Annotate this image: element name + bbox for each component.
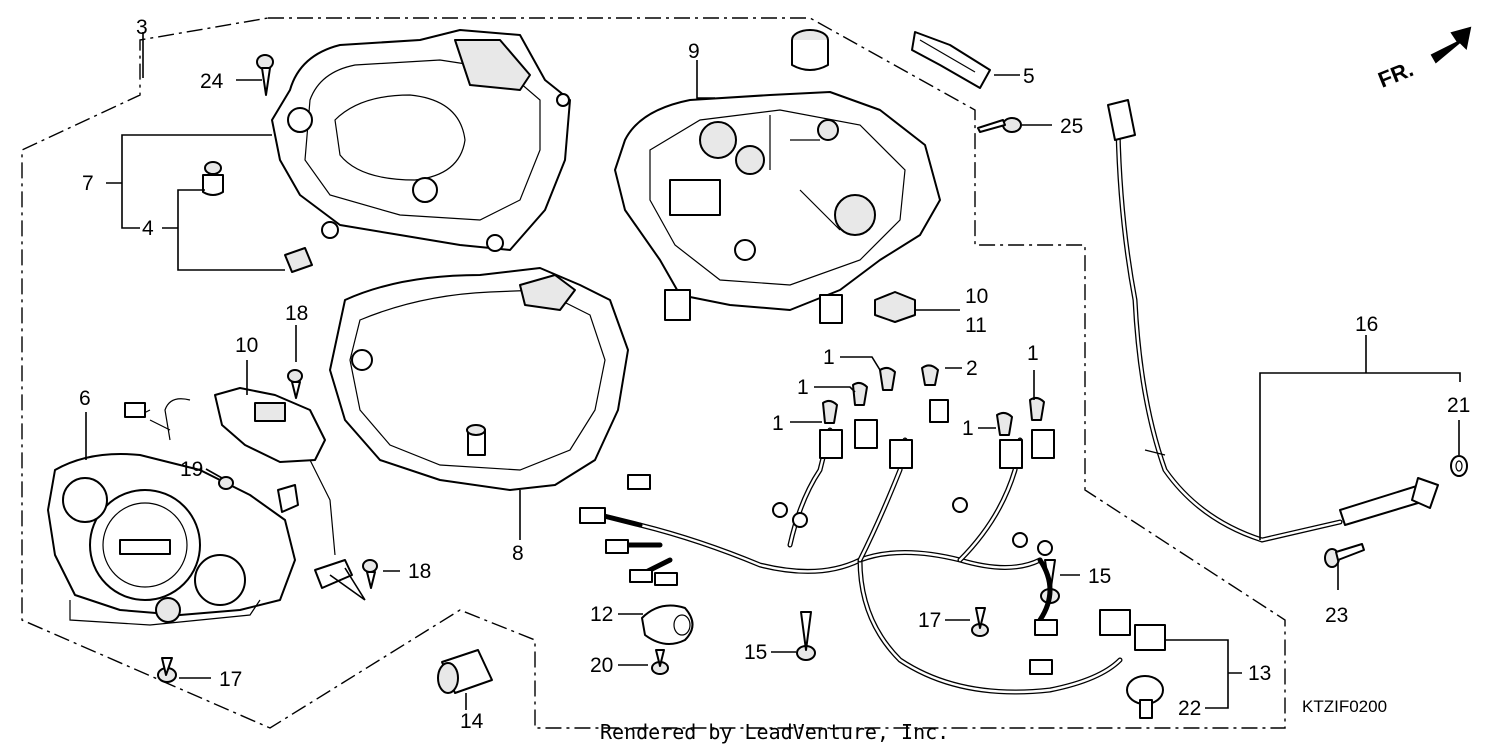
callout-1-c: 1 — [772, 412, 784, 435]
callout-18-upper: 18 — [285, 302, 308, 325]
screw-24[interactable] — [256, 54, 274, 96]
bulb-1-e[interactable] — [1029, 396, 1045, 421]
reset-switch-upper[interactable] — [874, 291, 916, 323]
render-credit: Rendered by LeadVenture, Inc. — [600, 720, 949, 744]
grommet-4-upper[interactable] — [202, 161, 224, 196]
front-arrow-icon — [1430, 26, 1472, 64]
cable-clamp[interactable] — [641, 604, 694, 645]
callout-19: 19 — [180, 458, 203, 481]
callout-23: 23 — [1325, 604, 1348, 627]
socket-18[interactable] — [314, 559, 353, 589]
callout-5: 5 — [1023, 65, 1035, 88]
meter-panel[interactable] — [329, 267, 629, 491]
callout-7: 7 — [82, 172, 94, 195]
meter-lower-case[interactable] — [614, 91, 941, 324]
bulb-1-a[interactable] — [879, 366, 896, 391]
callout-1-d: 1 — [962, 417, 974, 440]
callout-16: 16 — [1355, 313, 1378, 336]
speedometer-assembly[interactable] — [47, 453, 296, 626]
callout-1-e: 1 — [1027, 342, 1039, 365]
diagram-code: KTZIF0200 — [1302, 697, 1387, 716]
callout-10-left: 10 — [235, 334, 258, 357]
screw-23[interactable] — [1324, 543, 1365, 568]
callout-21: 21 — [1447, 394, 1470, 417]
screw-19[interactable] — [218, 476, 234, 490]
callout-20: 20 — [590, 654, 613, 677]
callout-15-upper: 15 — [1088, 565, 1111, 588]
screw-15-lower[interactable] — [796, 611, 816, 661]
assembly-boundary — [21, 17, 1286, 729]
leader-lines — [85, 32, 1461, 710]
bulb-left[interactable] — [277, 484, 299, 513]
grommet-top[interactable] — [791, 29, 829, 71]
screw-18-lower[interactable] — [362, 559, 378, 589]
callout-11: 11 — [965, 314, 987, 337]
resistor[interactable] — [437, 649, 493, 694]
callout-13: 13 — [1248, 662, 1271, 685]
callout-10-top: 10 — [965, 285, 988, 308]
meter-upper-case[interactable] — [271, 29, 571, 252]
bulb-2[interactable] — [921, 364, 939, 386]
wire-harness[interactable] — [579, 399, 1166, 695]
callout-12: 12 — [590, 603, 613, 626]
bulb-1-d[interactable] — [996, 411, 1013, 436]
callout-3: 3 — [136, 16, 148, 39]
speedometer-cable[interactable] — [1107, 99, 1439, 543]
screw-18-upper[interactable] — [287, 369, 303, 399]
callout-25: 25 — [1060, 115, 1083, 138]
callout-labels: 3 24 7 4 9 5 25 10 11 16 18 10 1 2 1 1 6… — [79, 16, 1470, 733]
callout-4: 4 — [142, 217, 154, 240]
bulb-1-b[interactable] — [852, 381, 868, 406]
harness-clip[interactable] — [1126, 675, 1164, 719]
callout-6: 6 — [79, 387, 91, 410]
callout-14: 14 — [460, 710, 484, 733]
screw-17-left[interactable] — [157, 657, 177, 683]
bulb-1-c[interactable] — [822, 399, 838, 424]
callout-1-a: 1 — [823, 346, 835, 369]
callout-24: 24 — [200, 70, 224, 93]
callout-15-lower: 15 — [744, 641, 767, 664]
light-guide[interactable] — [911, 31, 991, 89]
callout-18-lower: 18 — [408, 560, 431, 583]
callout-22: 22 — [1178, 697, 1201, 720]
screw-17-right[interactable] — [971, 607, 989, 637]
callout-8: 8 — [512, 542, 524, 565]
o-ring[interactable] — [1450, 455, 1468, 477]
callout-9: 9 — [688, 40, 700, 63]
grommet-4-lower[interactable] — [284, 247, 313, 273]
circuit-board[interactable] — [124, 387, 336, 556]
callout-17-left: 17 — [219, 668, 242, 691]
screw-20[interactable] — [651, 649, 669, 675]
front-label: FR. — [1375, 56, 1417, 92]
screw-25[interactable] — [977, 117, 1022, 133]
callout-17-right: 17 — [918, 609, 941, 632]
callout-2: 2 — [966, 357, 978, 380]
callout-1-b: 1 — [797, 376, 809, 399]
